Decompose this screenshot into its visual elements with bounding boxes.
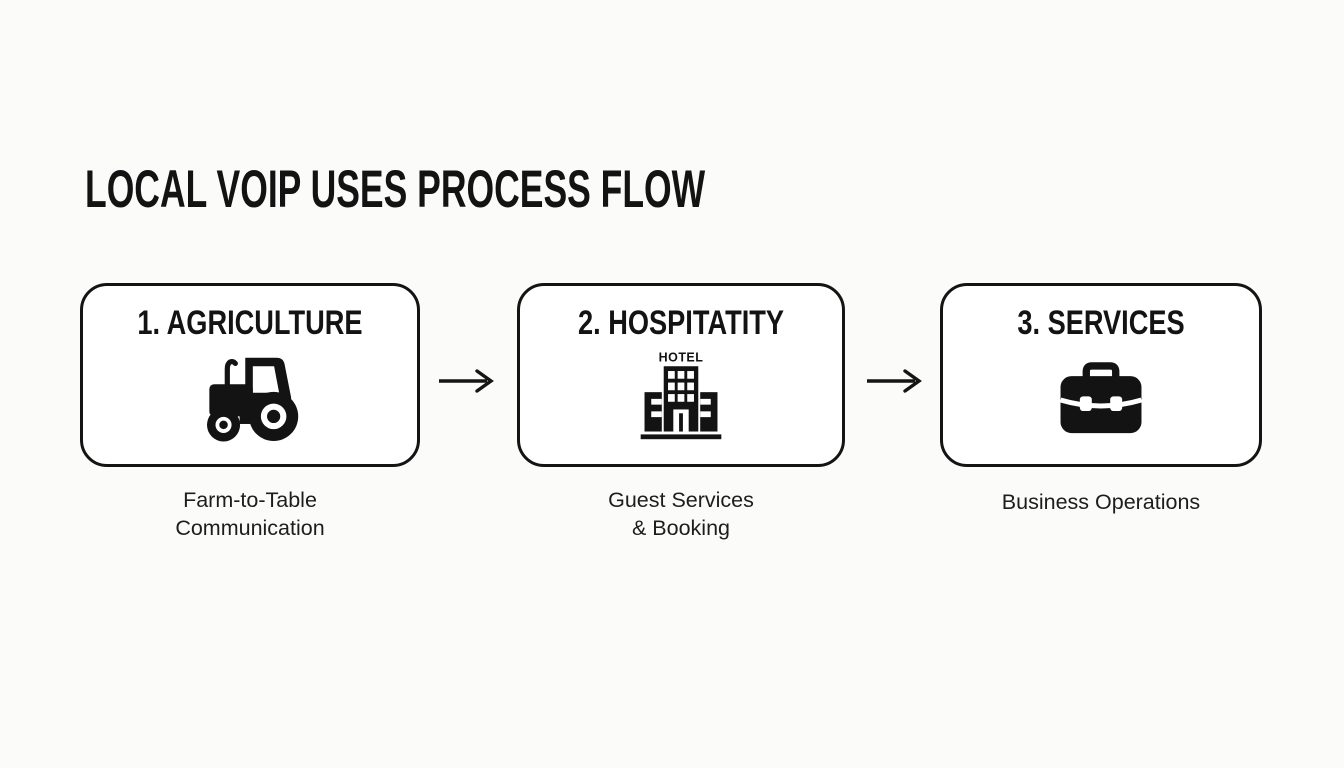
step-heading: 2. HOSPITATITY bbox=[577, 304, 785, 342]
briefcase-icon bbox=[1059, 362, 1143, 434]
step-box-agriculture: 1. AGRICULTURE bbox=[80, 283, 420, 467]
step-heading: 1. AGRICULTURE bbox=[137, 304, 363, 342]
step-caption-services: Business Operations bbox=[1001, 490, 1201, 514]
hotel-icon: HOTEL bbox=[640, 350, 722, 440]
step-caption-agriculture: Farm-to-Table Communication bbox=[175, 488, 325, 540]
step-caption-hospitality: Guest Services & Booking bbox=[608, 488, 754, 540]
right-arrow-icon bbox=[439, 369, 494, 393]
step-box-services: 3. SERVICES bbox=[940, 283, 1262, 467]
page-title: LOCAL VOIP USES PROCESS FLOW bbox=[85, 160, 706, 219]
tractor-icon bbox=[206, 357, 299, 442]
step-box-hospitality: 2. HOSPITATITY HOTEL bbox=[517, 283, 845, 467]
hotel-icon-label: HOTEL bbox=[659, 350, 704, 364]
step-heading: 3. SERVICES bbox=[1017, 304, 1185, 342]
right-arrow-icon bbox=[867, 369, 922, 393]
